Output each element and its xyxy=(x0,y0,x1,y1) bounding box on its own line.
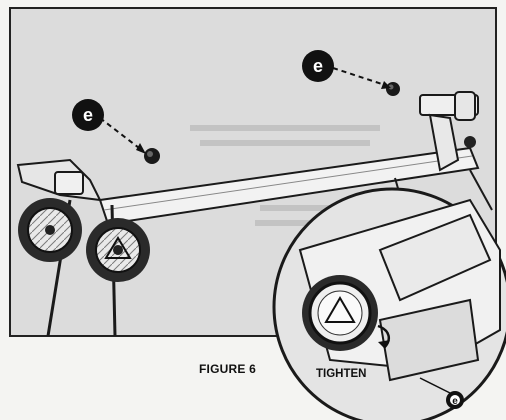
arrowhead xyxy=(136,143,146,154)
callout-letter: e xyxy=(83,105,93,125)
inset-leader xyxy=(419,377,451,394)
callout-letter: e xyxy=(452,396,458,407)
support-arm-icon xyxy=(419,91,479,172)
main-rail xyxy=(98,146,480,226)
knob-icon xyxy=(144,148,160,164)
wheel-icon xyxy=(86,218,150,282)
arrowhead xyxy=(381,81,391,89)
callout-badge: e xyxy=(72,99,104,131)
callout-letter: e xyxy=(313,56,323,76)
tighten-label: TIGHTEN xyxy=(316,368,367,380)
figure-caption: FIGURE 6 xyxy=(199,362,256,376)
wheel-icon xyxy=(18,198,82,262)
knob-icon xyxy=(386,82,400,96)
callout-badge: e xyxy=(302,50,334,82)
callout-leaders xyxy=(99,67,389,152)
callout-badge: e xyxy=(446,391,464,409)
magnifier-inset-icon xyxy=(272,187,506,420)
